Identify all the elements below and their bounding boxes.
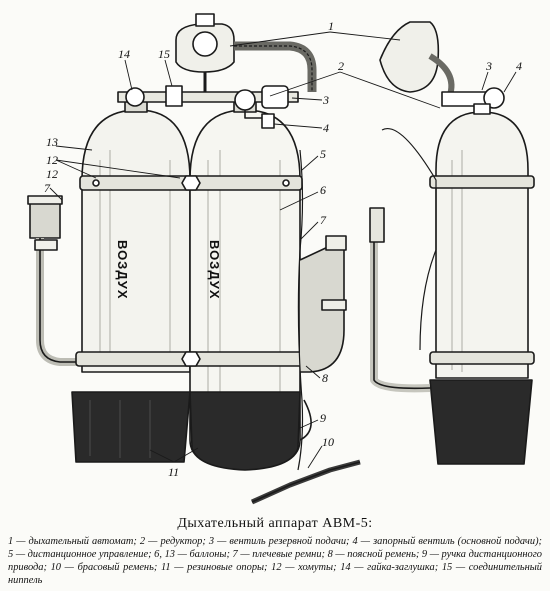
callout-12-left: 12 xyxy=(46,153,58,167)
cylinder-13 xyxy=(81,97,191,373)
callout-6: 6 xyxy=(320,183,326,197)
figure-caption: Дыхательный аппарат АВМ-5: 1 — дыхательн… xyxy=(8,516,542,587)
callout-15: 15 xyxy=(158,47,170,61)
callout-13: 13 xyxy=(46,135,58,149)
callout-5: 5 xyxy=(320,147,326,161)
callout-8: 8 xyxy=(322,371,328,385)
remote-control-cable xyxy=(250,149,361,505)
manifold-and-valves xyxy=(117,85,299,129)
figure-legend: 1 — дыхательный автомат; 2 — редуктор; 3… xyxy=(8,536,542,586)
waist-belt xyxy=(299,235,347,373)
callout-14: 14 xyxy=(118,47,130,61)
cylinder-label-2: ВОЗДУХ xyxy=(207,240,222,300)
callout-7-right: 7 xyxy=(320,213,327,227)
callout-10: 10 xyxy=(322,435,334,449)
cylinder-label-1: ВОЗДУХ xyxy=(115,240,130,300)
callout-9: 9 xyxy=(320,411,326,425)
figure-title: Дыхательный аппарат АВМ-5: xyxy=(177,516,373,531)
callout-2: 2 xyxy=(338,59,344,73)
callout-4: 4 xyxy=(323,121,329,135)
callout-3: 3 xyxy=(322,93,329,107)
callout-11: 11 xyxy=(168,465,179,479)
callout-leaders xyxy=(49,31,517,469)
callout-1: 1 xyxy=(328,19,334,33)
clamps xyxy=(75,175,305,367)
regulator-unit xyxy=(175,13,317,92)
callout-3-side: 3 xyxy=(485,59,492,73)
callout-4-side: 4 xyxy=(516,59,522,73)
callout-12-lower: 12 xyxy=(46,167,58,181)
side-view-apparatus xyxy=(369,21,535,465)
rubber-feet xyxy=(71,391,301,471)
callout-7-left: 7 xyxy=(44,181,51,195)
breathing-apparatus-illustration: ВОЗДУХ ВОЗДУХ 1 2 3 4 5 6 7 8 9 10 11 12… xyxy=(27,13,535,505)
